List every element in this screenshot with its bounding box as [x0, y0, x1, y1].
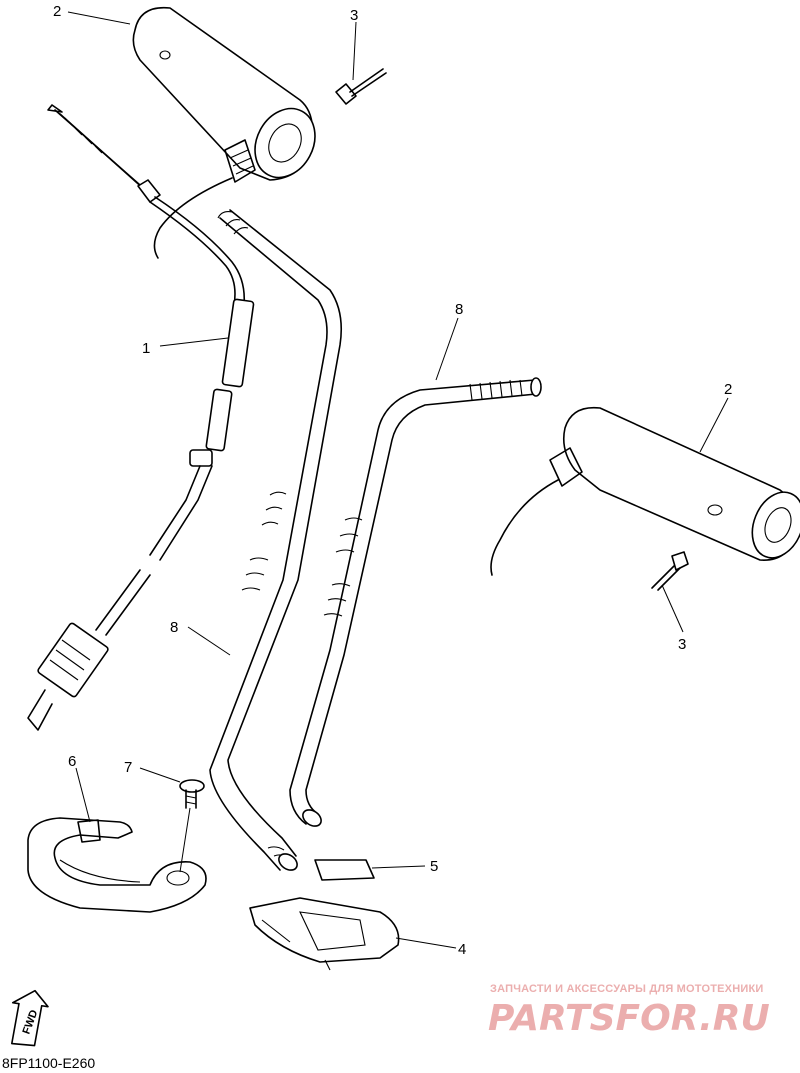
drawing-code: 8FP1100-E260 — [2, 1055, 95, 1071]
fwd-arrow: FWD — [11, 989, 49, 1047]
holder — [249, 897, 400, 971]
callout-1: 1 — [142, 340, 150, 357]
leader-lines — [67, 11, 729, 949]
callout-8-left: 8 — [170, 619, 178, 636]
callout-labels: 2 3 1 8 2 3 8 6 7 5 4 — [53, 3, 732, 958]
callout-4: 4 — [458, 941, 466, 958]
screw — [179, 779, 205, 809]
watermark: ЗАПЧАСТИ И АКСЕССУАРЫ ДЛЯ МОТОТЕХНИКИ PA… — [488, 983, 770, 1039]
callout-5: 5 — [430, 858, 438, 875]
grip-housing-top — [132, 6, 316, 259]
callout-6: 6 — [68, 753, 76, 770]
pad — [314, 859, 375, 881]
watermark-tagline: ЗАПЧАСТИ И АКСЕССУАРЫ ДЛЯ МОТОТЕХНИКИ — [490, 983, 763, 995]
callout-3-top: 3 — [350, 7, 358, 24]
handlebar-right — [289, 377, 542, 827]
throttle-cable — [27, 104, 255, 731]
bracket — [27, 817, 207, 913]
grip-housing-right — [490, 406, 800, 576]
handlebar-left — [209, 209, 343, 871]
rivet-right — [651, 551, 689, 591]
callout-2-right: 2 — [724, 381, 732, 398]
watermark-brand: PARTSFOR.RU — [488, 998, 770, 1039]
callout-8-right: 8 — [455, 301, 463, 318]
callout-2-top: 2 — [53, 3, 61, 20]
rivet-top — [335, 68, 387, 105]
callout-7: 7 — [124, 759, 132, 776]
callout-3-right: 3 — [678, 636, 686, 653]
